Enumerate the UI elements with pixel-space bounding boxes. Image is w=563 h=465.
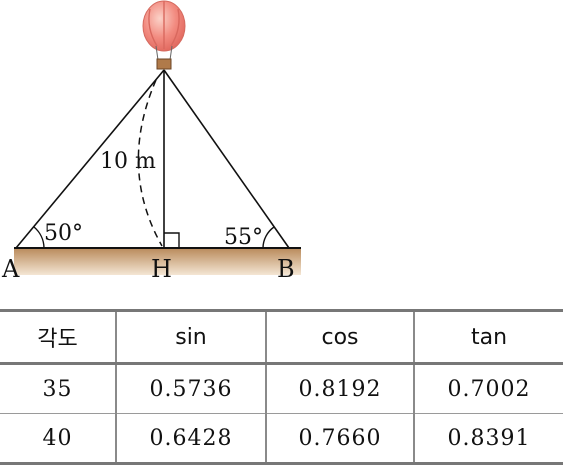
line-ap xyxy=(15,69,165,249)
header-sin: sin xyxy=(116,310,267,364)
cell-sin: 0.6428 xyxy=(116,413,267,465)
cell-tan: 0.7002 xyxy=(414,363,563,414)
point-h-label: H xyxy=(151,255,172,283)
table-row: 40 0.6428 0.7660 0.8391 xyxy=(0,413,563,465)
line-bp xyxy=(163,69,290,249)
table-row: 35 0.5736 0.8192 0.7002 xyxy=(0,363,563,414)
angle-arc-b xyxy=(262,226,275,249)
cell-tan: 0.8391 xyxy=(414,413,563,465)
cell-angle: 35 xyxy=(0,363,117,414)
angle-arc-a xyxy=(33,226,45,249)
trig-table: 각도 sin cos tan 35 0.5736 0.8192 0.7002 4… xyxy=(0,309,563,465)
cell-cos: 0.8192 xyxy=(266,363,415,414)
cell-angle: 40 xyxy=(0,413,117,465)
table-header-row: 각도 sin cos tan xyxy=(0,310,563,364)
cell-cos: 0.7660 xyxy=(266,413,415,465)
hot-air-balloon-icon xyxy=(142,0,186,70)
balloon-diagram: 10 m 50° 55° A H B xyxy=(1,0,301,283)
cell-sin: 0.5736 xyxy=(116,363,267,414)
right-angle-mark xyxy=(164,232,180,248)
ground xyxy=(14,248,301,275)
point-a-label: A xyxy=(1,255,20,283)
header-angle: 각도 xyxy=(0,310,117,364)
height-label: 10 m xyxy=(100,149,156,174)
balloon-basket xyxy=(156,58,172,70)
header-cos: cos xyxy=(266,310,415,364)
angle-a-label: 50° xyxy=(44,221,83,246)
point-b-label: B xyxy=(277,255,295,283)
header-tan: tan xyxy=(414,310,563,364)
height-arc xyxy=(137,79,163,247)
angle-b-label: 55° xyxy=(224,225,263,250)
